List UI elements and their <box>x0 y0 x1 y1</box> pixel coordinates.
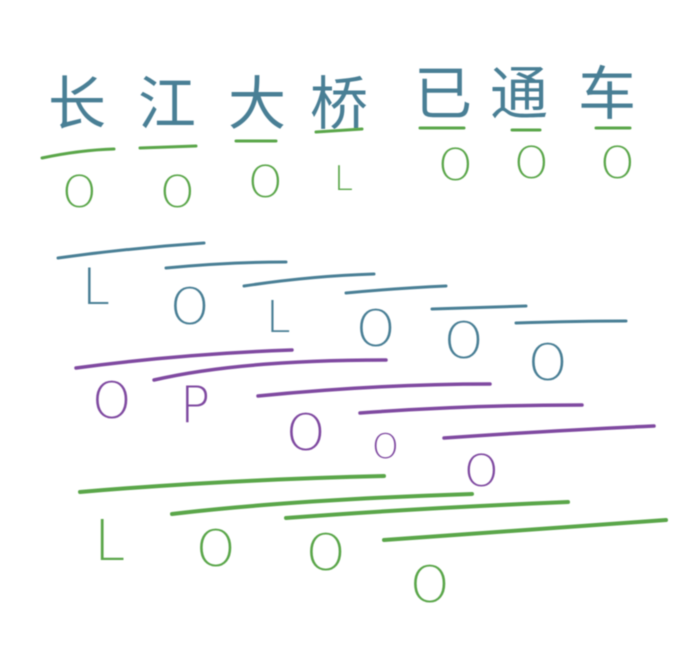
row4-mark: O <box>410 556 449 614</box>
row3-mark: O <box>464 446 499 497</box>
row2-line <box>242 272 376 288</box>
row3-mark: O <box>92 372 131 430</box>
title-char-6: 通 <box>490 60 548 128</box>
row1-mark: O <box>160 167 195 218</box>
title-char-3: 大 <box>228 70 286 138</box>
row4-lines <box>78 474 668 542</box>
row1-underline <box>138 144 198 150</box>
row1-underlines <box>40 126 632 160</box>
row2-mark: O <box>444 312 483 370</box>
row4-line <box>78 474 386 494</box>
row3-marks: O P O O O <box>92 372 499 497</box>
title-char-7: 车 <box>578 60 636 128</box>
row3-mark: P <box>180 376 210 434</box>
row2-line <box>514 319 628 325</box>
row1-mark: O <box>600 138 635 189</box>
title-char-5: 已 <box>414 60 472 128</box>
row4-line <box>170 492 474 516</box>
row2-mark: O <box>170 278 209 336</box>
row4-mark: O <box>196 520 235 578</box>
title-char-1: 长 <box>48 70 106 138</box>
row1-mark: O <box>62 167 97 218</box>
row2-mark: O <box>356 300 395 358</box>
row3-line <box>74 348 294 370</box>
title-characters: 长 江 大 桥 已 通 车 <box>48 60 636 138</box>
row2-mark: L <box>266 292 291 343</box>
row3-mark: O <box>286 404 325 462</box>
row3-mark: O <box>372 427 399 467</box>
row1-underline <box>40 147 116 160</box>
row2-line <box>164 260 288 270</box>
row1-mark: O <box>438 140 473 191</box>
title-char-4: 桥 <box>310 70 368 138</box>
row4-marks: L O O O <box>94 509 449 614</box>
row1-mark: L <box>334 159 353 199</box>
row3-line <box>442 424 656 440</box>
row1-underline <box>314 127 364 134</box>
row4-mark: L <box>94 509 125 574</box>
row2-line <box>344 284 448 295</box>
row3-line <box>152 358 388 382</box>
row1-marks: O O O L O O O <box>62 138 635 218</box>
row4-line <box>284 500 570 520</box>
row4-mark: O <box>306 524 345 582</box>
row3-line <box>256 382 492 398</box>
row2-lines <box>56 241 628 325</box>
row4-line <box>382 518 668 542</box>
title-char-2: 江 <box>138 70 196 138</box>
row3-lines <box>74 348 656 440</box>
row2-line <box>56 241 206 260</box>
row2-mark: L <box>82 258 110 316</box>
row2-mark: O <box>528 334 567 392</box>
row1-mark: O <box>514 138 549 189</box>
row2-marks: L O L O O O <box>82 258 567 392</box>
row1-mark: O <box>248 157 283 208</box>
row3-line <box>358 403 584 415</box>
row2-line <box>430 304 528 311</box>
